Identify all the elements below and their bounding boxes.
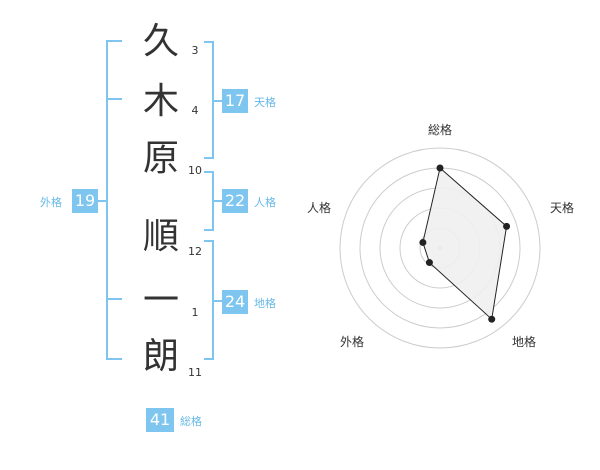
ten-bracket bbox=[204, 41, 214, 159]
chi-value-badge: 24 bbox=[222, 290, 248, 314]
radar-axis-label-chi: 地格 bbox=[512, 334, 536, 349]
name-char-1: 久 bbox=[142, 21, 179, 62]
gai-upper-tick bbox=[106, 98, 122, 100]
radar-point-2 bbox=[503, 222, 511, 230]
gai-bracket-tick bbox=[96, 200, 106, 202]
radar-point-3 bbox=[488, 315, 496, 323]
radar-axis-label-ten: 天格 bbox=[550, 200, 574, 215]
ten-label: 天格 bbox=[254, 96, 276, 109]
name-char-2: 木 bbox=[142, 81, 179, 122]
jin-value-badge: 22 bbox=[222, 189, 248, 213]
ten-value-badge: 17 bbox=[222, 89, 248, 113]
gai-bracket bbox=[106, 40, 122, 360]
radar-axis-label-jin: 人格 bbox=[307, 200, 331, 215]
radar-point-4 bbox=[425, 259, 433, 267]
chi-bracket bbox=[204, 240, 214, 360]
radar-point-5 bbox=[419, 238, 427, 246]
radar-axis-label-gai: 外格 bbox=[340, 334, 364, 349]
jin-bracket-tick bbox=[214, 200, 224, 202]
stroke-count-6: 11 bbox=[188, 366, 202, 379]
gai-value-badge: 19 bbox=[72, 189, 98, 213]
name-char-4: 順 bbox=[142, 216, 179, 257]
sou-label: 総格 bbox=[180, 415, 202, 428]
radar-axis-label-sou: 総格 bbox=[428, 122, 452, 137]
radar-ring bbox=[339, 147, 541, 349]
chi-bracket-tick bbox=[214, 300, 224, 302]
sou-value-badge: 41 bbox=[146, 408, 174, 432]
stroke-count-5: 1 bbox=[191, 306, 199, 319]
name-char-5: 一 bbox=[142, 280, 179, 321]
stroke-count-2: 4 bbox=[191, 104, 199, 117]
stroke-count-1: 3 bbox=[191, 44, 199, 57]
name-char-6: 朗 bbox=[142, 336, 179, 377]
radar-series-polygon bbox=[422, 167, 508, 321]
stroke-count-4: 12 bbox=[188, 245, 202, 258]
name-char-3: 原 bbox=[142, 138, 179, 179]
ten-bracket-tick bbox=[214, 100, 224, 102]
jin-bracket bbox=[204, 171, 214, 231]
gai-label: 外格 bbox=[40, 196, 62, 209]
jin-label: 人格 bbox=[254, 196, 276, 209]
radar-points bbox=[419, 164, 511, 323]
radar-point-1 bbox=[436, 164, 444, 172]
stroke-count-3: 10 bbox=[188, 164, 202, 177]
gai-lower-tick bbox=[106, 298, 122, 300]
chi-label: 地格 bbox=[254, 297, 276, 310]
